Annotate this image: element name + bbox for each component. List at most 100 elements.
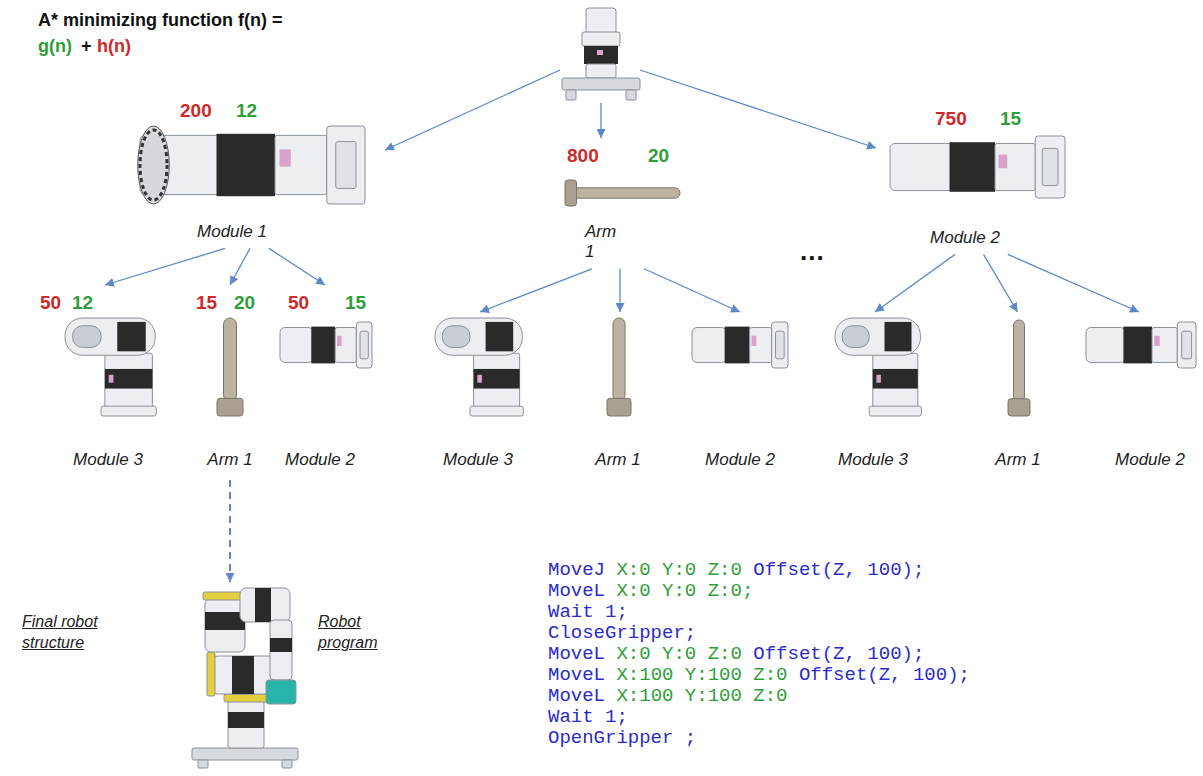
tree-arrow [269, 248, 325, 285]
shape-part [692, 328, 727, 363]
code-token [856, 643, 867, 665]
shape-part [470, 406, 523, 416]
code-token: X:0 [616, 643, 650, 665]
shape-part [876, 375, 881, 383]
shape-part [1123, 327, 1152, 364]
shape-part [607, 398, 631, 416]
heuristic-cost: 800 [567, 145, 599, 168]
final-robot-picture [192, 588, 298, 768]
shape-part [1152, 328, 1177, 363]
shape-part [477, 375, 482, 383]
shape-part [198, 760, 208, 768]
path-cost: 15 [345, 292, 366, 315]
module-name: Module 3 [443, 450, 513, 470]
shape-part [890, 143, 953, 190]
shape-part [1182, 331, 1192, 359]
code-token: Y:0 [662, 643, 696, 665]
code-token [742, 664, 753, 686]
heuristic-cost: 200 [180, 100, 212, 123]
shape-part [105, 353, 152, 408]
shape-part [335, 328, 356, 363]
shape-part [192, 748, 298, 760]
code-token [594, 706, 605, 728]
code-token [605, 643, 616, 665]
shape-part [562, 78, 640, 90]
code-token: X:0 [616, 580, 650, 602]
shape-part [566, 90, 576, 100]
shape-part [626, 90, 636, 100]
code-token: MoveL [548, 643, 605, 665]
shape-part [65, 318, 155, 355]
code-token: 100); [867, 643, 924, 665]
shape-part [101, 406, 156, 416]
arm-picture [1008, 320, 1030, 416]
code-line: MoveL X:100 Y:100 Z:0 [548, 686, 787, 707]
tree-arrow [1008, 254, 1139, 312]
shape-part [282, 760, 292, 768]
shape-part [885, 322, 912, 351]
shape-part [117, 322, 146, 351]
module-name: Module 2 [285, 450, 355, 470]
code-line: OpenGripper ; [548, 728, 696, 749]
module-picture [138, 126, 365, 204]
code-line: MoveL X:100 Y:100 Z:0 Offset(Z, 100); [548, 665, 970, 686]
code-token: OpenGripper [548, 727, 673, 749]
code-token: Z:0 [708, 643, 742, 665]
ellipsis: ... [800, 236, 825, 267]
module-name: Module 3 [838, 450, 908, 470]
module-name: Module 1 [197, 222, 267, 242]
shape-part [217, 134, 276, 196]
code-token [696, 559, 707, 581]
root-arrow [385, 70, 560, 150]
module-name: Module 3 [73, 450, 143, 470]
arm-picture [217, 318, 243, 416]
module-picture [835, 318, 921, 416]
path-cost: 15 [1000, 108, 1021, 131]
arm-picture [565, 180, 680, 206]
module-node: 75015Module 2 [880, 105, 1070, 254]
root-arrow [640, 70, 876, 148]
shape-part [1042, 148, 1058, 185]
heuristic-cost: 750 [935, 108, 967, 131]
code-token [605, 580, 616, 602]
root-arrow [600, 103, 601, 138]
code-token [902, 664, 913, 686]
root-picture [562, 8, 640, 100]
shape-part [572, 188, 680, 198]
module-picture [1086, 322, 1196, 368]
shape-part [311, 327, 335, 364]
code-token: ; [685, 727, 696, 749]
shape-part [224, 318, 237, 401]
code-token: Wait [548, 706, 594, 728]
shape-part [842, 326, 869, 348]
module-node: Module 2 [1080, 312, 1198, 476]
code-token: Z:0; [708, 580, 754, 602]
shape-part [613, 318, 625, 401]
shape-part [1035, 136, 1065, 198]
module-node: Arm 1 [590, 312, 650, 476]
shape-part [1177, 322, 1196, 368]
shape-part [750, 328, 772, 363]
module-picture [435, 318, 523, 416]
shape-part [1008, 399, 1030, 416]
shape-part [873, 369, 918, 389]
shape-part [995, 143, 1035, 190]
code-token [651, 559, 662, 581]
shape-part [360, 331, 368, 359]
shape-part [582, 32, 620, 46]
code-token [673, 685, 684, 707]
module-node: 20012Module 1 [130, 98, 380, 248]
shape-part [205, 598, 245, 652]
shape-part [228, 700, 264, 748]
heuristic-cost: 50 [40, 292, 61, 315]
module-node: 5015Module 2 [275, 285, 375, 476]
code-token: Y:0 [662, 559, 696, 581]
code-token: 1; [605, 601, 628, 623]
shape-part [1154, 336, 1160, 346]
code-token: MoveL [548, 580, 605, 602]
code-token: X:100 [616, 685, 673, 707]
shape-part [270, 638, 292, 652]
caption-note: Robot program [318, 612, 398, 654]
code-token: Y:100 [685, 664, 742, 686]
plus-sign: + [81, 36, 92, 58]
